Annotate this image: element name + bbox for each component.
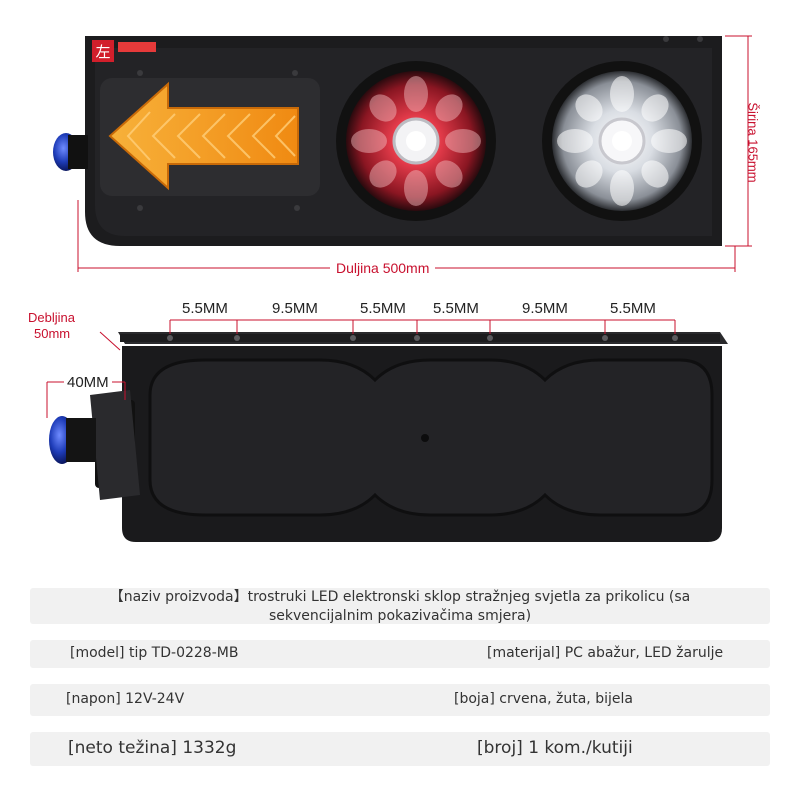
spacing-label-2: 9.5MM <box>272 300 318 317</box>
spacing-label-3: 5.5MM <box>360 300 406 317</box>
voltage-text: [napon] 12V-24V <box>66 691 185 707</box>
badge-char: 左 <box>95 43 110 61</box>
badge-left <box>92 40 114 62</box>
spacing-label-5: 9.5MM <box>522 300 568 317</box>
width-dimension-label: Širina 165mm <box>745 102 761 183</box>
weight-text: [neto težina] 1332g <box>68 738 237 758</box>
bottom-lamp-illustration <box>46 319 728 542</box>
model-text: [model] tip TD-0228-MB <box>70 645 239 661</box>
spacing-label-6: 5.5MM <box>610 300 656 317</box>
color-text: [boja] crvena, žuta, bijela <box>454 691 633 707</box>
product-name-text: 【naziv proizvoda】trostruki LED elektrons… <box>109 589 691 624</box>
depth-label: 40MM <box>64 374 112 391</box>
spec-row-weight-quantity: [neto težina] 1332g [broj] 1 kom./kutiji <box>30 732 770 766</box>
spacing-label-1: 5.5MM <box>182 300 228 317</box>
back-cover-lobes <box>148 358 714 517</box>
quantity-text: [broj] 1 kom./kutiji <box>477 738 633 758</box>
bottom-product-view: Debljina 50mm 5.5MM 9.5MM 5.5MM 5.5MM 9.… <box>0 290 800 555</box>
thickness-label-line2: 50mm <box>34 326 71 341</box>
spec-product-name: 【naziv proizvoda】trostruki LED elektrons… <box>30 588 770 624</box>
material-text: [materijal] PC abažur, LED žarulje <box>487 645 724 661</box>
thickness-label-line1: Debljina <box>28 310 75 325</box>
spec-row-voltage-color: [napon] 12V-24V [boja] crvena, žuta, bij… <box>30 684 770 716</box>
top-lamp-illustration: 左 <box>53 35 752 272</box>
spec-row-model-material: [model] tip TD-0228-MB [materijal] PC ab… <box>30 640 770 668</box>
spacing-label-4: 5.5MM <box>433 300 479 317</box>
top-product-view: 左 <box>0 0 800 290</box>
length-dimension-label: Duljina 500mm <box>330 260 436 276</box>
